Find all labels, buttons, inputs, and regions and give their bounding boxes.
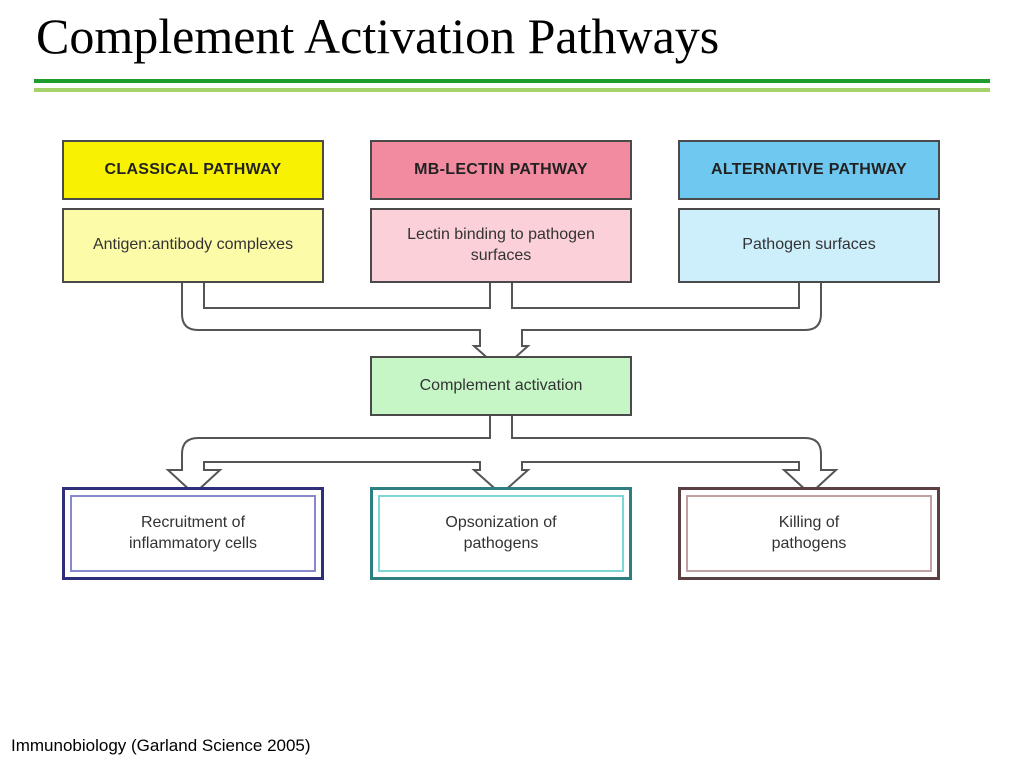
- title-rule-dark: [34, 79, 990, 83]
- outcome-killing: Killing of pathogens: [678, 487, 940, 580]
- complement-activation-box: Complement activation: [370, 356, 632, 416]
- outcome-recruitment: Recruitment of inflammatory cells: [62, 487, 324, 580]
- merge-channel-inner: [203, 283, 800, 309]
- title-rule-light: [34, 88, 990, 92]
- slide-title: Complement Activation Pathways: [36, 8, 720, 64]
- mb-lectin-trigger: Lectin binding to pathogen surfaces: [370, 208, 632, 283]
- mb-lectin-pathway-header: MB-LECTIN PATHWAY: [370, 140, 632, 200]
- split-channel: [165, 415, 839, 496]
- classical-trigger: Antigen:antibody complexes: [62, 208, 324, 283]
- outcome-killing-label: Killing of pathogens: [686, 495, 932, 572]
- outcome-opsonization: Opsonization of pathogens: [370, 487, 632, 580]
- alternative-pathway-header: ALTERNATIVE PATHWAY: [678, 140, 940, 200]
- alternative-trigger: Pathogen surfaces: [678, 208, 940, 283]
- classical-pathway-header: CLASSICAL PATHWAY: [62, 140, 324, 200]
- source-credit: Immunobiology (Garland Science 2005): [11, 736, 311, 755]
- outcome-opsonization-label: Opsonization of pathogens: [378, 495, 624, 572]
- outcome-recruitment-label: Recruitment of inflammatory cells: [70, 495, 316, 572]
